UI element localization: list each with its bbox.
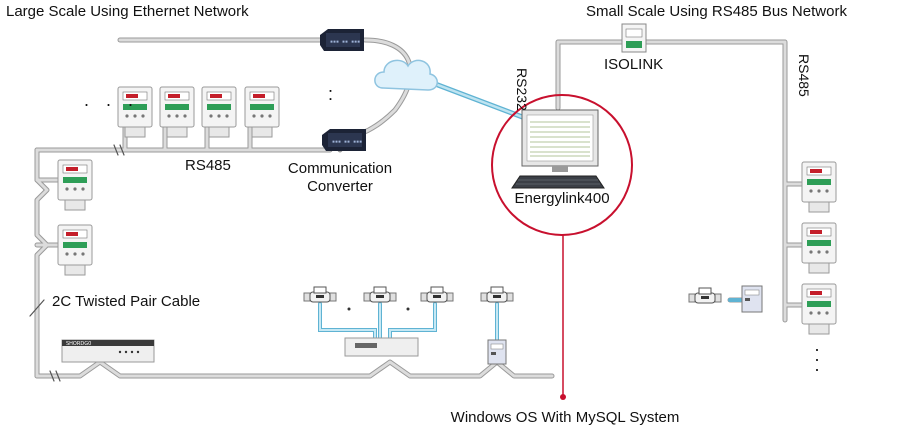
label-comm-converter-line2: Converter	[307, 178, 373, 195]
label-large-scale: Large Scale Using Ethernet Network	[6, 3, 249, 20]
svg-text:SHORDG0: SHORDG0	[66, 341, 91, 347]
label-twisted-pair: 2C Twisted Pair Cable	[52, 293, 201, 310]
ellipsis-converters: :	[328, 84, 340, 104]
label-rs485-vertical: RS485	[796, 54, 812, 97]
highlight-circle	[491, 94, 633, 400]
communication-converter-icon	[322, 129, 366, 151]
meters-left-column	[57, 159, 93, 276]
ellipsis-right-meters: ···	[814, 339, 820, 379]
label-small-scale: Small Scale Using RS485 Bus Network	[586, 3, 847, 20]
meters-right-column	[801, 161, 837, 335]
controller-right-icon	[741, 285, 763, 313]
label-rs485-horizontal: RS485	[185, 157, 231, 174]
isolink-device-icon	[621, 23, 647, 53]
meters-top-row	[117, 86, 280, 138]
controller-small-icon	[487, 339, 507, 365]
label-windows: Windows OS With MySQL System	[450, 409, 680, 426]
label-energylink: Energylink400	[514, 190, 610, 207]
label-isolink: ISOLINK	[604, 56, 664, 73]
ellipsis-meters: . . .	[84, 90, 140, 110]
computer-icon	[511, 109, 605, 189]
label-rs232: RS232	[514, 68, 530, 111]
pulse-collector-box	[344, 337, 419, 357]
label-comm-converter-line1: Communication	[287, 160, 393, 177]
flow-meters	[303, 286, 722, 311]
ethernet-links	[318, 79, 742, 342]
control-panel-icon: SHORDG0	[61, 339, 155, 363]
converter-top-icon	[320, 29, 364, 51]
cloud-icon	[374, 59, 438, 91]
